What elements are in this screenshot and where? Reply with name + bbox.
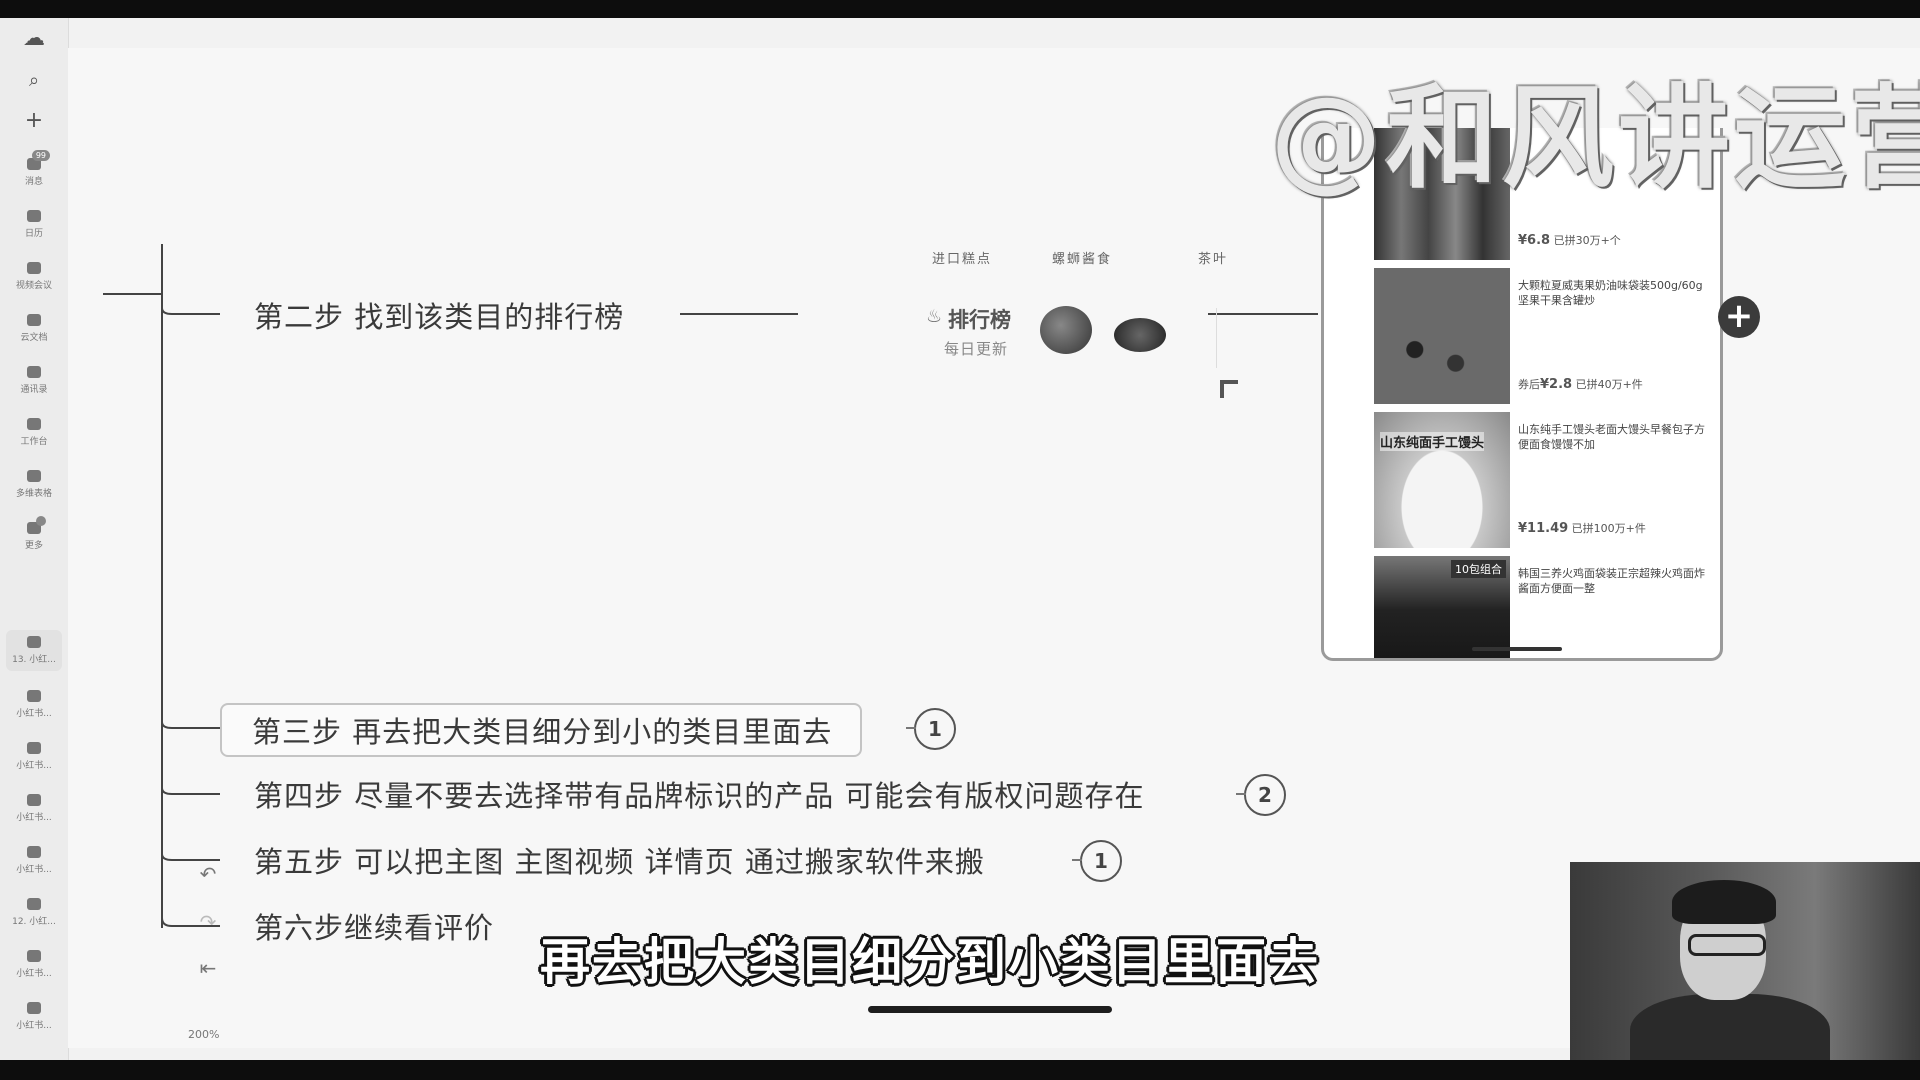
document-icon [27, 314, 41, 326]
mindmap-node-step2[interactable]: 第二步 找到该类目的排行榜 [254, 300, 625, 334]
logo-icon: ☁ [23, 26, 45, 51]
presenter-glasses [1688, 934, 1766, 956]
rail-item-workplace[interactable]: 工作台 [6, 418, 62, 447]
mindmap-node-step3[interactable]: 第三步 再去把大类目细分到小的类目里面去 [220, 703, 863, 757]
video-subtitle: 再去把大类目细分到小类目里面去 [540, 933, 1320, 991]
rail-doc-item[interactable]: 小红书... [6, 1002, 62, 1031]
video-icon [27, 262, 41, 274]
zoom-level[interactable]: 200% [188, 1028, 220, 1041]
add-icon[interactable]: + [24, 108, 44, 133]
doc-icon [27, 794, 41, 806]
rail-item-docs[interactable]: 云文档 [6, 314, 62, 343]
product-image [1374, 128, 1510, 260]
rail-doc-item[interactable]: 小红书... [6, 950, 62, 979]
notification-dot [36, 516, 46, 526]
product-price: ¥6.8 已拼30万+个 [1518, 233, 1621, 248]
product-item: 大颗粒夏威夷果奶油味袋装500g/60g坚果干果含罐炒 券后¥2.8 已拼40万… [1374, 268, 1714, 408]
fire-icon: ♨ [926, 306, 943, 327]
product-image: 10包组合 [1374, 556, 1510, 658]
doc-icon [27, 742, 41, 754]
ranking-image[interactable]: 进口糕点 螺蛳酱食 茶叶 ♨ 排行榜 每日更新 [858, 248, 1258, 398]
product-image [1374, 268, 1510, 404]
doc-icon [27, 1002, 41, 1014]
divider [1216, 308, 1217, 368]
product-item: 山东纯面手工馒头 山东纯手工馒头老面大馒头早餐包子方便面食馒馒不加 ¥11.49… [1374, 412, 1714, 552]
doc-icon [27, 898, 41, 910]
rail-item-base[interactable]: 多维表格 [6, 470, 62, 499]
mindmap-node-step4[interactable]: 第四步 尽量不要去选择带有品牌标识的产品 可能会有版权问题存在 [254, 779, 1145, 813]
rail-item-messages[interactable]: 99 消息 [6, 150, 62, 187]
ranking-category: 进口糕点 [932, 252, 993, 267]
rail-item-calendar[interactable]: 日历 [6, 210, 62, 239]
rail-item-more[interactable]: 更多 [6, 516, 62, 551]
mindmap-canvas[interactable]: 第二步 找到该类目的排行榜 第三步 再去把大类目细分到小的类目里面去 1 第四步… [68, 48, 1920, 1048]
doc-icon [27, 636, 41, 648]
image-badge: 10包组合 [1451, 560, 1506, 578]
rail-doc-item[interactable]: 小红书... [6, 846, 62, 875]
chat-icon [27, 158, 41, 170]
undo-icon[interactable]: ↶ [199, 862, 217, 886]
contacts-icon [27, 366, 41, 378]
product-thumbnail [1040, 306, 1092, 354]
ranking-category: 茶叶 [1198, 252, 1229, 267]
rail-doc-item[interactable]: 12. 小红... [6, 898, 62, 927]
rail-doc-item[interactable]: 13. 小红... [6, 630, 62, 671]
rail-item-video[interactable]: 视频会议 [6, 262, 62, 291]
product-image: 山东纯面手工馒头 [1374, 412, 1510, 548]
presenter-body [1630, 994, 1830, 1060]
child-count-badge[interactable]: 2 [1236, 774, 1286, 816]
presenter-hair [1672, 880, 1776, 924]
ranking-category: 螺蛳酱食 [1052, 252, 1113, 267]
product-price: 券后¥2.8 已拼40万+件 [1518, 377, 1643, 392]
unread-badge: 99 [31, 150, 50, 161]
product-title: 韩国三养火鸡面袋装正宗超辣火鸡面炸酱面方便面一整 [1518, 567, 1705, 595]
scrollbar[interactable] [1472, 647, 1562, 651]
product-title: 大颗粒夏威夷果奶油味袋装500g/60g坚果干果含罐炒 [1518, 279, 1703, 307]
product-item: ¥6.8 已拼30万+个 [1374, 128, 1714, 264]
product-title: 山东纯手工馒头老面大馒头早餐包子方便面食馒馒不加 [1518, 423, 1705, 451]
product-price: ¥11.49 已拼100万+件 [1518, 521, 1646, 536]
product-list-image[interactable]: ¥6.8 已拼30万+个 大颗粒夏威夷果奶油味袋装500g/60g坚果干果含罐炒… [1321, 128, 1723, 661]
webcam-overlay [1570, 862, 1920, 1060]
app-sidebar: ☁ ⌕ + 99 消息 日历 视频会议 云文档 通讯录 工作台 [0, 18, 69, 1060]
watermark: @和风讲运营 [1270, 74, 1920, 204]
collapse-icon[interactable]: ⇤ [199, 956, 217, 980]
rail-item-contacts[interactable]: 通讯录 [6, 366, 62, 395]
rail-doc-item[interactable]: 小红书... [6, 690, 62, 719]
doc-icon [27, 690, 41, 702]
crop-handle[interactable] [1220, 380, 1238, 398]
search-icon[interactable]: ⌕ [28, 70, 40, 91]
doc-icon [27, 846, 41, 858]
screen: ☁ ⌕ + 99 消息 日历 视频会议 云文档 通讯录 工作台 [0, 18, 1920, 1060]
rail-doc-item[interactable]: 小红书... [6, 794, 62, 823]
mindmap-connectors [103, 244, 1690, 928]
child-count-badge[interactable]: 1 [1072, 840, 1122, 882]
rail-doc-item[interactable]: 小红书... [6, 742, 62, 771]
table-icon [27, 470, 41, 482]
mindmap-node-step6[interactable]: 第六步继续看评价 [254, 911, 495, 945]
ranking-title: 排行榜 [948, 308, 1011, 332]
grid-icon [27, 418, 41, 430]
mindmap-node-step5[interactable]: 第五步 可以把主图 主图视频 详情页 通过搬家软件来搬 [254, 845, 985, 879]
calendar-icon [27, 210, 41, 222]
product-thumbnail [1114, 318, 1166, 352]
product-item: 10包组合 韩国三养火鸡面袋装正宗超辣火鸡面炸酱面方便面一整 [1374, 556, 1714, 658]
subtitle-underline [868, 1006, 1112, 1013]
redo-icon[interactable]: ↷ [199, 910, 217, 934]
image-caption: 山东纯面手工馒头 [1380, 432, 1485, 451]
ranking-subtitle: 每日更新 [944, 340, 1009, 358]
doc-icon [27, 950, 41, 962]
child-count-badge[interactable]: 1 [906, 708, 956, 750]
add-node-button[interactable]: + [1718, 296, 1760, 338]
